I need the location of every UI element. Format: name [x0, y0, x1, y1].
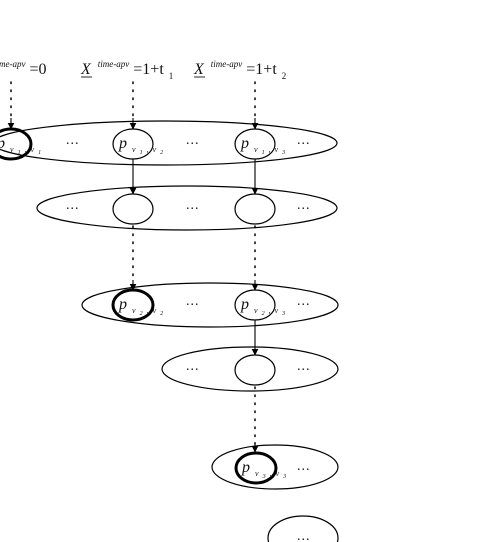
node-p12-sub1: v: [132, 145, 136, 154]
node-p13-subsub1: 1: [262, 150, 265, 156]
node-p33-subsub2: 3: [282, 474, 286, 480]
svg-text:p v 1 ,: p v 1 , v 2: [118, 135, 163, 158]
level-3-ellipsis-2: ...: [297, 294, 311, 309]
node-p11-subsub2: 1: [38, 150, 41, 156]
node-p11-sub2: v: [31, 145, 35, 154]
node-p23-base: p: [240, 296, 249, 313]
level-1-ellipsis-1: ...: [66, 133, 80, 148]
header-label-1: X time-apv =1+t 1: [80, 54, 173, 81]
level-1-ellipsis-2: ...: [186, 133, 200, 148]
node-p23-subsub2: 3: [281, 311, 285, 317]
level-2-node-b: [234, 193, 276, 225]
node-p22-sub1: v: [132, 306, 136, 315]
node-p23-comma: ,: [269, 306, 271, 315]
level-2-node-a: [112, 193, 154, 225]
node-p11-comma: ,: [25, 145, 27, 154]
node-p13-subsub2: 3: [281, 150, 285, 156]
node-p23-subsub1: 2: [262, 311, 265, 317]
node-p22-base: p: [118, 296, 127, 313]
node-p33-ellipse: [234, 451, 278, 485]
node-p13-sub2: v: [275, 145, 279, 154]
node-p12-sub2: v: [153, 145, 157, 154]
node-p23-sub1: v: [254, 306, 258, 315]
svg-text:p v 2 ,: p v 2 , v 2: [118, 296, 163, 319]
node-p12-comma: ,: [147, 145, 149, 154]
svg-text:X time-apv =1+t: X time-apv =1+t 1: [80, 54, 173, 81]
node-p13-comma: ,: [269, 145, 271, 154]
svg-text:time-apv =0: time-apv =0: [0, 54, 47, 78]
header-2-var: X: [193, 61, 205, 78]
header-0-sup: time-apv: [0, 59, 26, 69]
level-1-ellipsis-3: ...: [297, 133, 311, 148]
level-6-ellipse: [267, 515, 339, 542]
svg-text:X time-apv =1+t: X time-apv =1+t 2: [193, 54, 286, 81]
level-2-ellipsis-2: ...: [186, 198, 200, 213]
level-4-node: [234, 354, 276, 386]
level-3-ellipse: [81, 282, 339, 328]
node-p22-subsub2: 2: [160, 311, 163, 317]
node-p23-label: p v 2 , v 3: [240, 296, 285, 319]
node-p13-sub1: v: [254, 145, 258, 154]
header-label-0: time-apv =0: [0, 54, 47, 78]
header-1-sup: time-apv: [98, 59, 130, 69]
node-p33-label: p v 3 , v 3: [241, 459, 286, 482]
header-2-sub: 2: [282, 71, 287, 81]
level-2-ellipsis-1: ...: [66, 198, 80, 213]
level-5-ellipsis: ...: [297, 459, 311, 474]
header-1-var: X: [80, 61, 92, 78]
node-p22-comma: ,: [147, 306, 149, 315]
header-0-value: =0: [30, 61, 47, 78]
level-4-ellipse: [161, 346, 339, 392]
node-p33-comma: ,: [270, 469, 272, 478]
level-3-ellipsis-1: ...: [186, 294, 200, 309]
node-p13-base: p: [240, 135, 249, 152]
level-5-ellipse: [211, 444, 339, 490]
node-p11-label: p v 1 , v 1: [0, 135, 41, 158]
node-p33-base: p: [241, 459, 250, 476]
level-1-ellipse: [0, 120, 338, 166]
header-1-value: =1+t: [133, 61, 164, 78]
level-2-ellipse: [36, 185, 338, 231]
level-4-ellipsis-2: ...: [297, 359, 311, 374]
node-p22-ellipse: [111, 288, 155, 322]
node-p22-subsub1: 2: [140, 311, 143, 317]
header-1-sub: 1: [169, 71, 174, 81]
node-p12-base: p: [118, 135, 127, 152]
node-p12-subsub2: 2: [160, 150, 163, 156]
node-p12-subsub1: 1: [140, 150, 143, 156]
node-p11-ellipse: [0, 127, 33, 161]
header-2-value: =1+t: [246, 61, 277, 78]
level-6-ellipsis: ...: [297, 529, 311, 542]
node-p12-label: p v 1 , v 2: [118, 135, 163, 158]
node-p33-subsub1: 3: [262, 474, 266, 480]
node-p33-sub1: v: [255, 469, 259, 478]
level-2-ellipsis-3: ...: [297, 198, 311, 213]
svg-text:p v 2 ,: p v 2 , v 3: [240, 296, 285, 319]
node-p22-label: p v 2 , v 2: [118, 296, 163, 319]
header-2-sup: time-apv: [211, 59, 243, 69]
node-p11-base: p: [0, 135, 5, 152]
svg-text:p v 1 ,: p v 1 , v 3: [240, 135, 285, 158]
node-p23-sub2: v: [275, 306, 279, 315]
node-p13-label: p v 1 , v 3: [240, 135, 285, 158]
node-p22-sub2: v: [153, 306, 157, 315]
node-p33-sub2: v: [276, 469, 280, 478]
svg-text:p v 1 ,: p v 1 , v 1: [0, 135, 41, 158]
node-p11-sub1: v: [10, 145, 14, 154]
node-p11-subsub1: 1: [18, 150, 21, 156]
level-4-ellipsis-1: ...: [186, 359, 200, 374]
header-label-2: X time-apv =1+t 2: [193, 54, 286, 81]
svg-text:p v 3 ,: p v 3 , v 3: [241, 459, 286, 482]
